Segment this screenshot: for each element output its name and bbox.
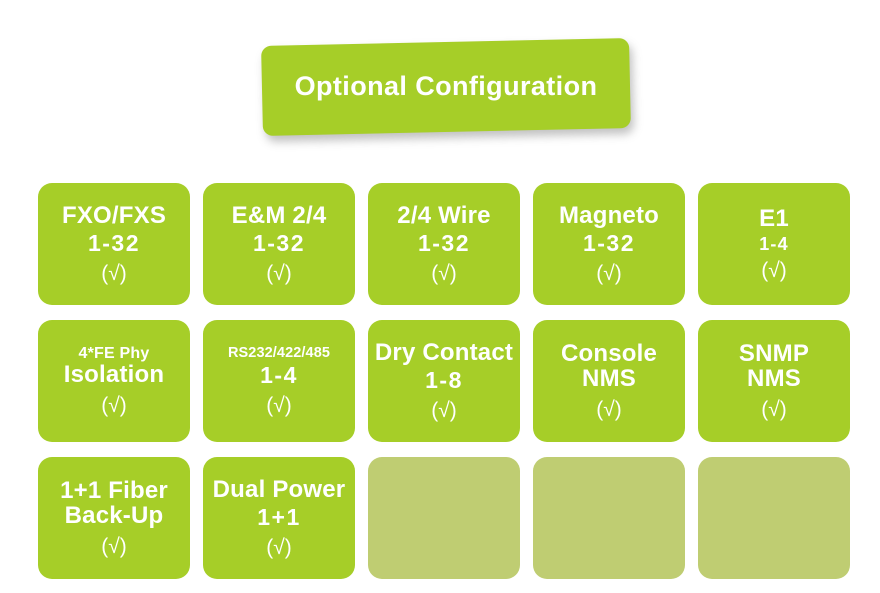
- card-range: 1-4: [260, 362, 298, 389]
- card-range: Back-Up: [64, 502, 164, 529]
- card-check-icon: (√): [101, 534, 127, 558]
- optional-configuration-banner: Optional Configuration: [261, 37, 631, 137]
- card-title: Dry Contact: [374, 339, 514, 367]
- card-check-icon: (√): [761, 259, 787, 283]
- card-range: 1-4: [759, 233, 789, 254]
- card-range: 1-32: [582, 230, 636, 257]
- config-card-empty-slot-3: [698, 457, 850, 579]
- card-range: 1+1: [257, 504, 301, 531]
- card-check-icon: (√): [266, 261, 292, 285]
- card-check-icon: (√): [101, 393, 127, 417]
- card-range: 1-8: [425, 367, 463, 394]
- card-title: Console: [560, 340, 658, 368]
- card-title: Magneto: [558, 202, 660, 230]
- card-title: 2/4 Wire: [397, 202, 491, 230]
- card-check-icon: (√): [761, 397, 787, 421]
- card-range: NMS: [582, 365, 636, 392]
- card-check-icon: (√): [101, 261, 127, 285]
- card-title: Dual Power: [212, 476, 346, 504]
- card-title: FXO/FXS: [61, 202, 167, 230]
- config-card-empty-slot-1: [368, 457, 520, 579]
- card-range: Isolation: [63, 360, 165, 388]
- card-title: E&M 2/4: [231, 202, 327, 230]
- card-check-icon: (√): [266, 535, 292, 559]
- config-card-empty-slot-2: [533, 457, 685, 579]
- card-title: E1: [759, 204, 789, 232]
- card-title: 1+1 Fiber: [60, 477, 168, 505]
- card-check-icon: (√): [431, 261, 457, 285]
- card-title: RS232/422/485: [227, 345, 331, 361]
- card-title: 4*FE Phy: [78, 345, 150, 363]
- card-range: 1-32: [252, 230, 306, 257]
- card-check-icon: (√): [431, 398, 457, 422]
- card-range: NMS: [747, 365, 801, 392]
- card-check-icon: (√): [596, 261, 622, 285]
- card-range: 1-32: [87, 230, 141, 257]
- card-check-icon: (√): [596, 397, 622, 421]
- card-check-icon: (√): [266, 393, 292, 417]
- banner-title: Optional Configuration: [294, 70, 598, 101]
- card-title: SNMP: [738, 340, 810, 368]
- card-range: 1-32: [417, 230, 471, 257]
